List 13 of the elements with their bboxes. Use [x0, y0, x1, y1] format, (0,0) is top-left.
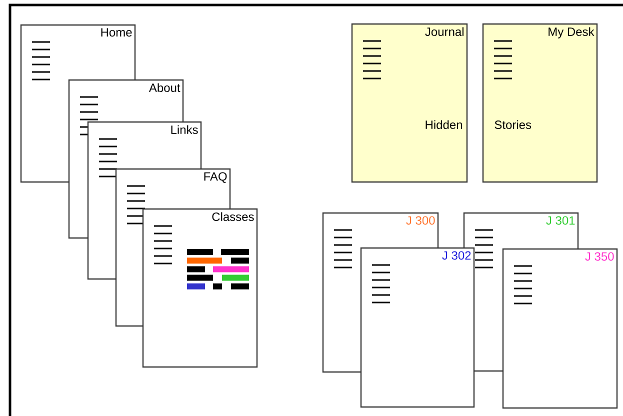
page-title: J 300 [406, 216, 435, 225]
page-title: About [148, 83, 180, 92]
page-title: Home [101, 28, 132, 37]
page-title: My Desk [548, 27, 594, 38]
page-title: FAQ [204, 172, 227, 183]
page-title: J 350 [585, 252, 614, 261]
page-label: Stories [494, 120, 532, 129]
page-title: Links [171, 125, 198, 134]
page-title: J 302 [442, 251, 471, 260]
page-title: Journal [425, 27, 464, 36]
page-label: Hidden [426, 120, 462, 129]
page-title: Classes [212, 212, 254, 221]
page-title: J 301 [546, 216, 575, 225]
